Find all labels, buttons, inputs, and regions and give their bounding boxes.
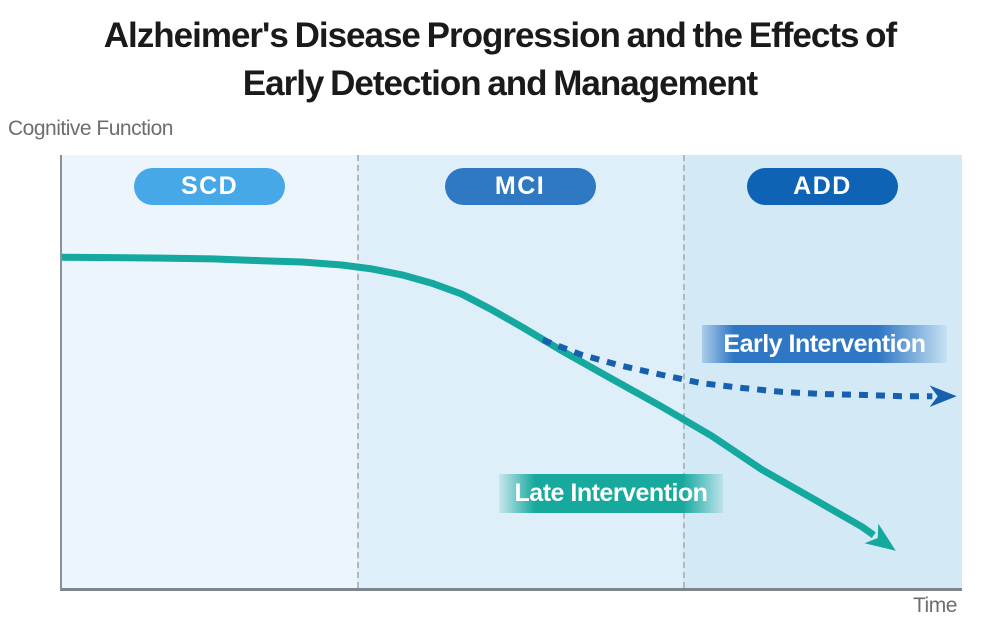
stage-band-add: ADD xyxy=(683,155,962,588)
page-title-line-1: Alzheimer's Disease Progression and the … xyxy=(103,16,897,55)
stage-band-mci: MCI xyxy=(357,155,683,588)
page-title-line-2: Early Detection and Management xyxy=(242,64,758,103)
stage-separator-scd-mci xyxy=(357,155,360,588)
stage-band-scd: SCD xyxy=(62,155,358,588)
stage-badge-scd: SCD xyxy=(134,168,286,205)
stage-badge-add: ADD xyxy=(747,168,898,205)
y-axis-label: Cognitive Function xyxy=(8,117,173,140)
late-intervention-label: Late Intervention xyxy=(499,474,723,513)
stage-separator-mci-add xyxy=(683,155,685,588)
early-intervention-label: Early Intervention xyxy=(702,325,947,363)
stage-badge-mci: MCI xyxy=(444,168,596,205)
plot-area: SCD MCI ADD Early Intervention Late Inte… xyxy=(60,155,962,591)
x-axis-label: Time xyxy=(913,594,957,617)
page-title: Alzheimer's Disease Progression and the … xyxy=(0,12,1000,108)
